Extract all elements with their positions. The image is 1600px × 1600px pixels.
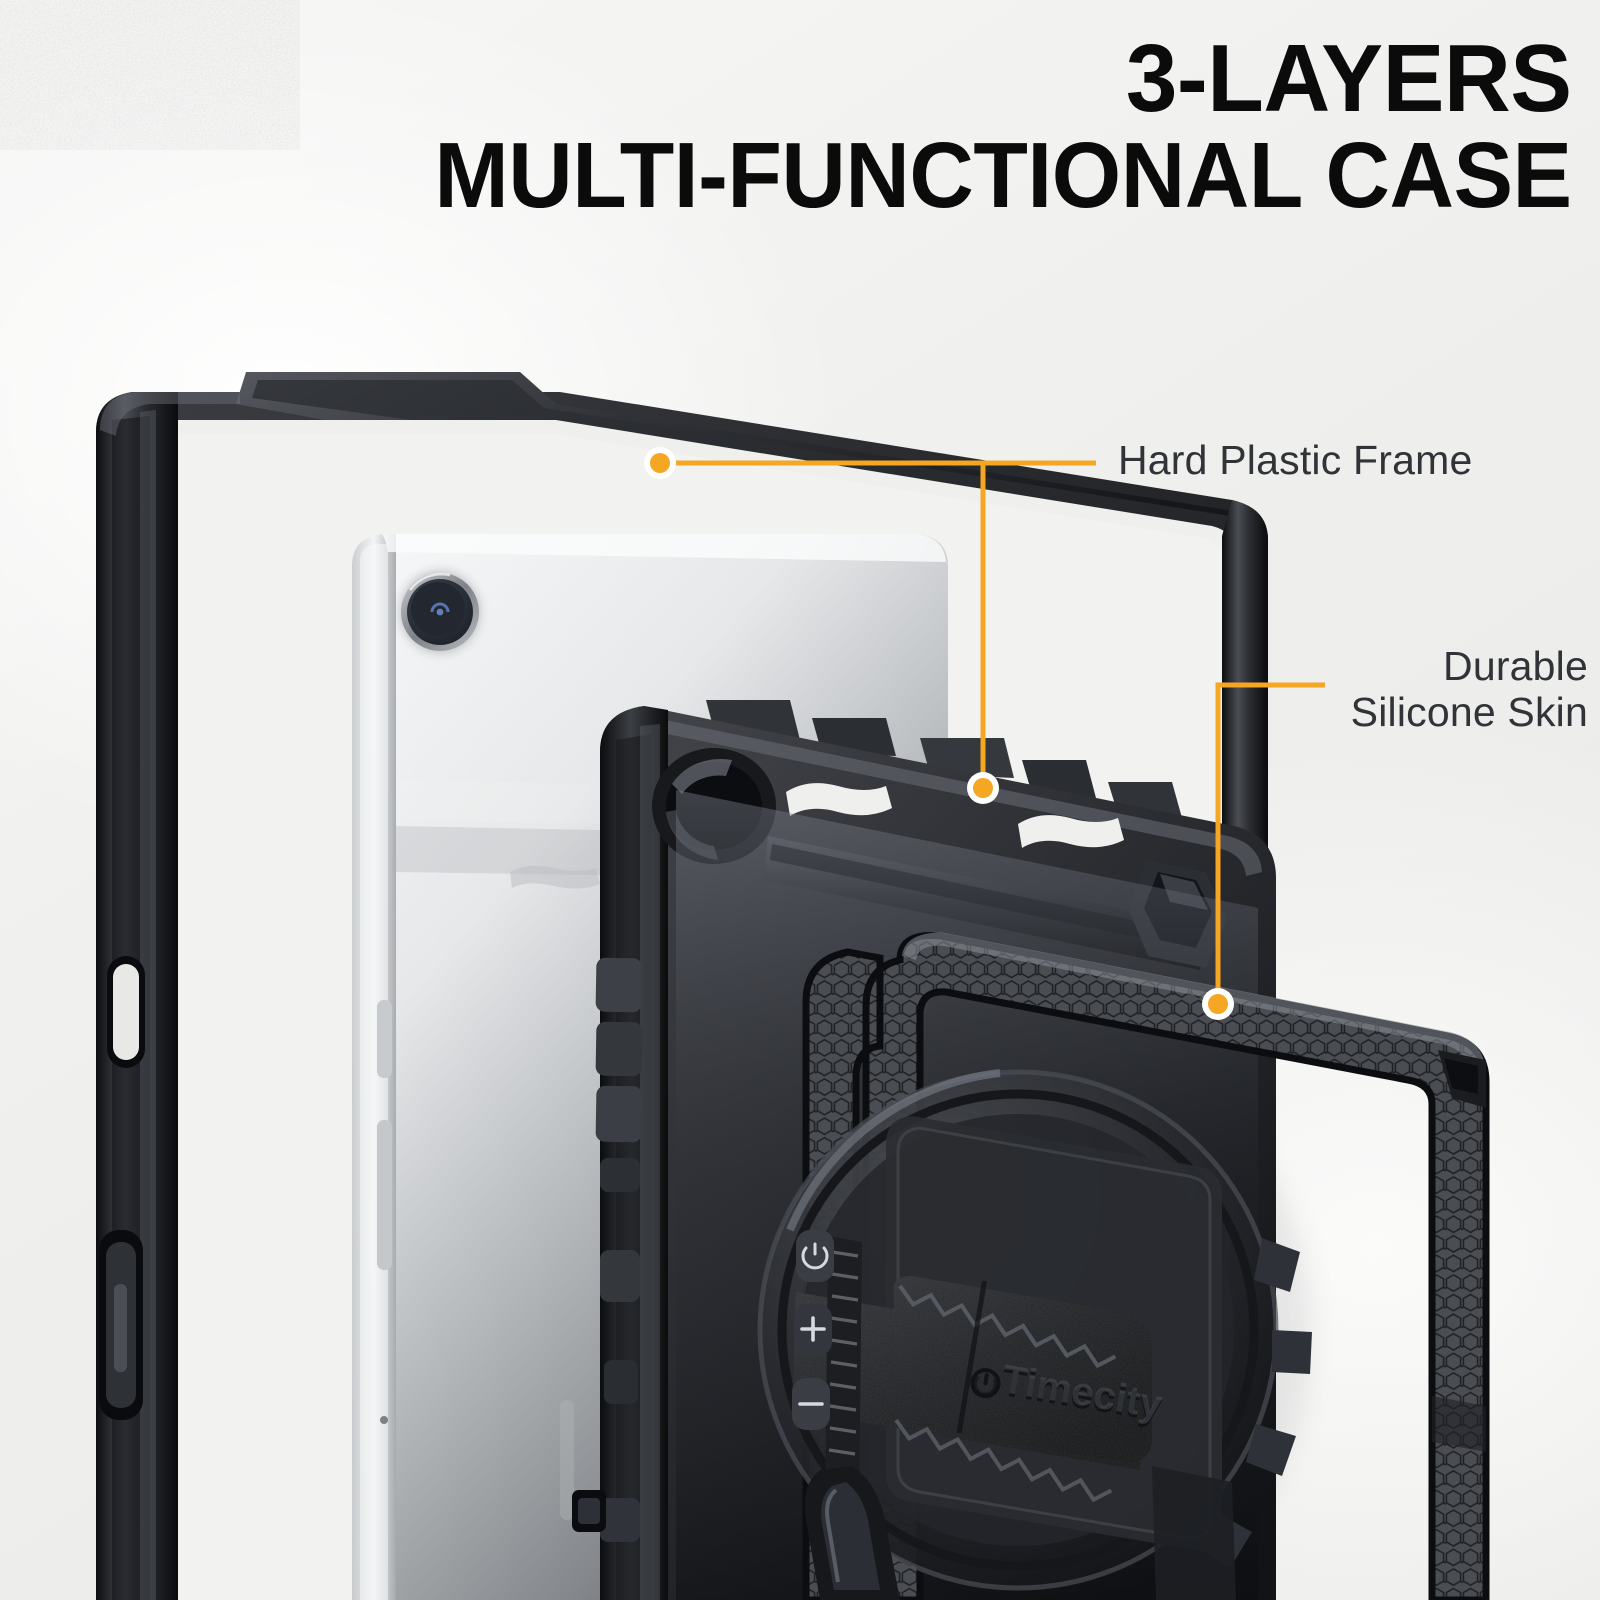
silicone-skin-layer: Timecity Timecity — [572, 700, 1490, 1600]
callout-text-hard-plastic-frame: Hard Plastic Frame — [1118, 437, 1473, 483]
rear-camera — [400, 571, 480, 653]
callout-label-durable-silicone-skin: Durable Silicone Skin — [1350, 643, 1588, 736]
power-button — [796, 1230, 834, 1282]
tablet-volume-button — [377, 1120, 392, 1270]
frame-button-cutouts — [99, 956, 145, 1420]
hand-strap: Timecity Timecity — [792, 1276, 1166, 1503]
page-title: 3-LAYERS MULTI-FUNCTIONAL CASE — [387, 25, 1573, 228]
headline-line-1: 3-LAYERS — [1126, 25, 1572, 132]
kickstand-foot — [804, 1466, 900, 1600]
headline-line-2: MULTI-FUNCTIONAL CASE — [434, 123, 1573, 228]
plus-icon — [800, 1316, 826, 1342]
callout-label-hard-plastic-frame: Hard Plastic Frame — [1118, 437, 1473, 484]
callout-text-silicone-line2: Silicone Skin — [1350, 688, 1588, 735]
power-icon — [801, 1242, 829, 1270]
callout-text-silicone-line1: Durable — [1443, 643, 1588, 689]
case-buttons — [792, 1230, 834, 1430]
tablet-power-button — [377, 1000, 392, 1078]
brand-mark-icon — [970, 1368, 1001, 1399]
background-texture-highlight — [0, 0, 300, 150]
silicone-side-buttons — [595, 957, 643, 1542]
silicone-speaker-cutouts — [786, 783, 1124, 848]
